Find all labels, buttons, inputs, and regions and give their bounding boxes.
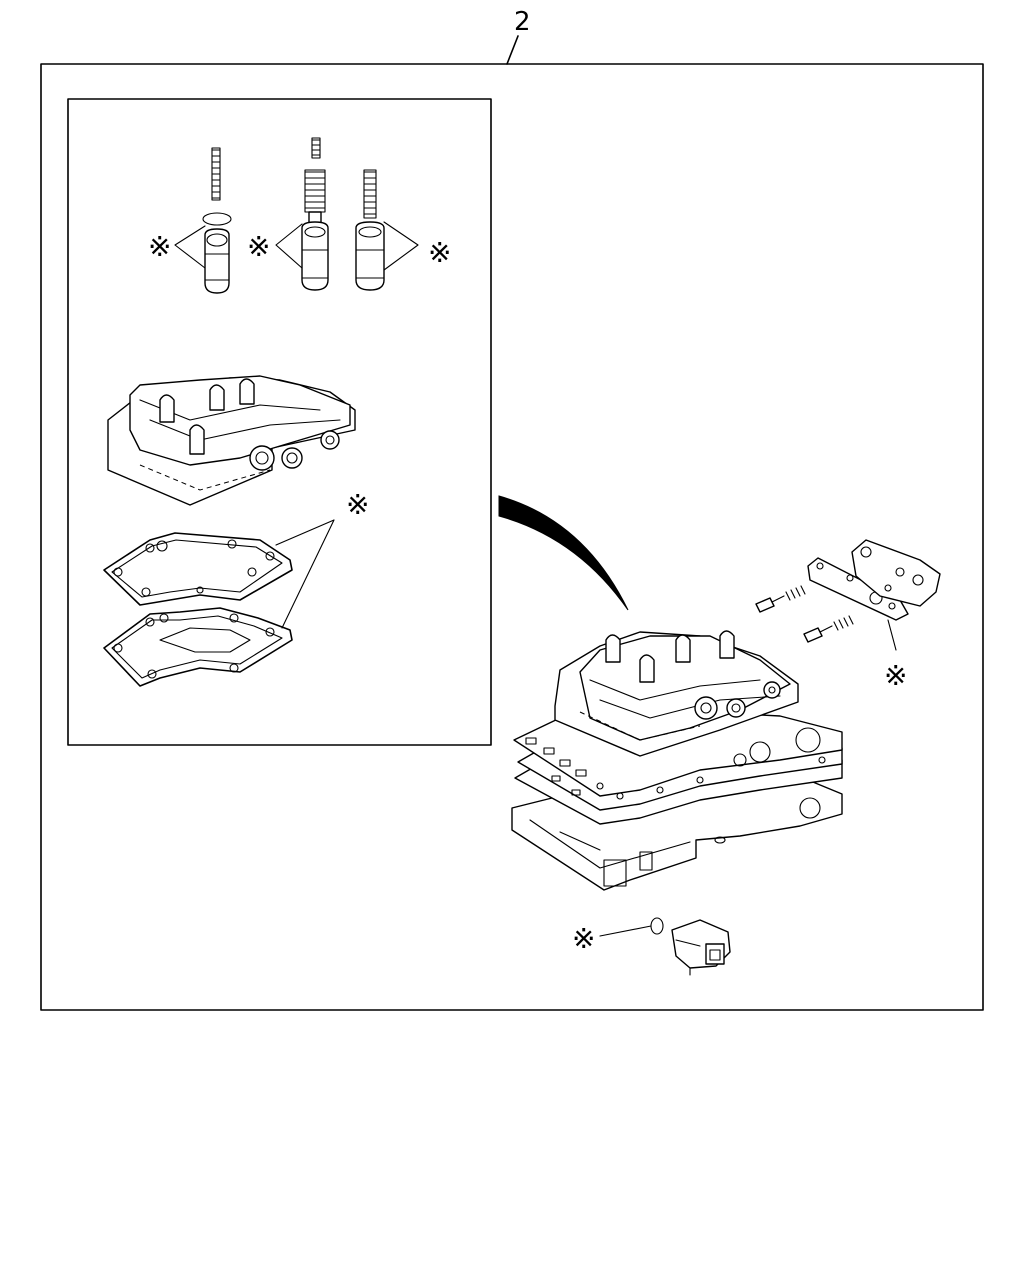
o-ring — [202, 212, 232, 226]
pointer-arrow — [498, 495, 629, 611]
solenoid-cover-gasket — [807, 539, 941, 621]
gasket-lower-inset — [103, 607, 293, 687]
upper-valve-body-inset — [107, 375, 356, 506]
gasket-upper-inset — [103, 532, 293, 606]
mark-seal-mid: ※ — [247, 230, 270, 263]
solenoid-o-ring — [650, 917, 664, 935]
leader-solenoid-oring — [599, 925, 652, 937]
valve-sleeve-right — [355, 169, 385, 291]
valve-body-assembly — [511, 630, 843, 891]
valve-sleeve-left — [202, 147, 232, 294]
mark-seal-right: ※ — [428, 236, 451, 269]
valve-sleeve-mid — [301, 137, 329, 291]
mark-gaskets: ※ — [346, 488, 369, 521]
mark-seal-left: ※ — [148, 230, 171, 263]
callout-number: 2 — [514, 7, 531, 37]
solenoid-valve — [650, 917, 731, 976]
inset-frame — [67, 98, 492, 746]
spring-plunger-upper — [755, 585, 806, 613]
callout-leader — [506, 35, 519, 65]
leader-seal-right — [383, 221, 419, 271]
leader-seal-left — [174, 225, 206, 269]
leader-solenoid-gasket — [887, 619, 897, 651]
assembly-frame — [40, 63, 984, 1011]
leader-gaskets — [275, 519, 335, 629]
mark-solenoid-oring: ※ — [572, 922, 595, 955]
spring-plunger-lower — [803, 615, 854, 643]
mark-solenoid-gasket: ※ — [884, 659, 907, 692]
leader-seal-mid — [275, 223, 303, 269]
